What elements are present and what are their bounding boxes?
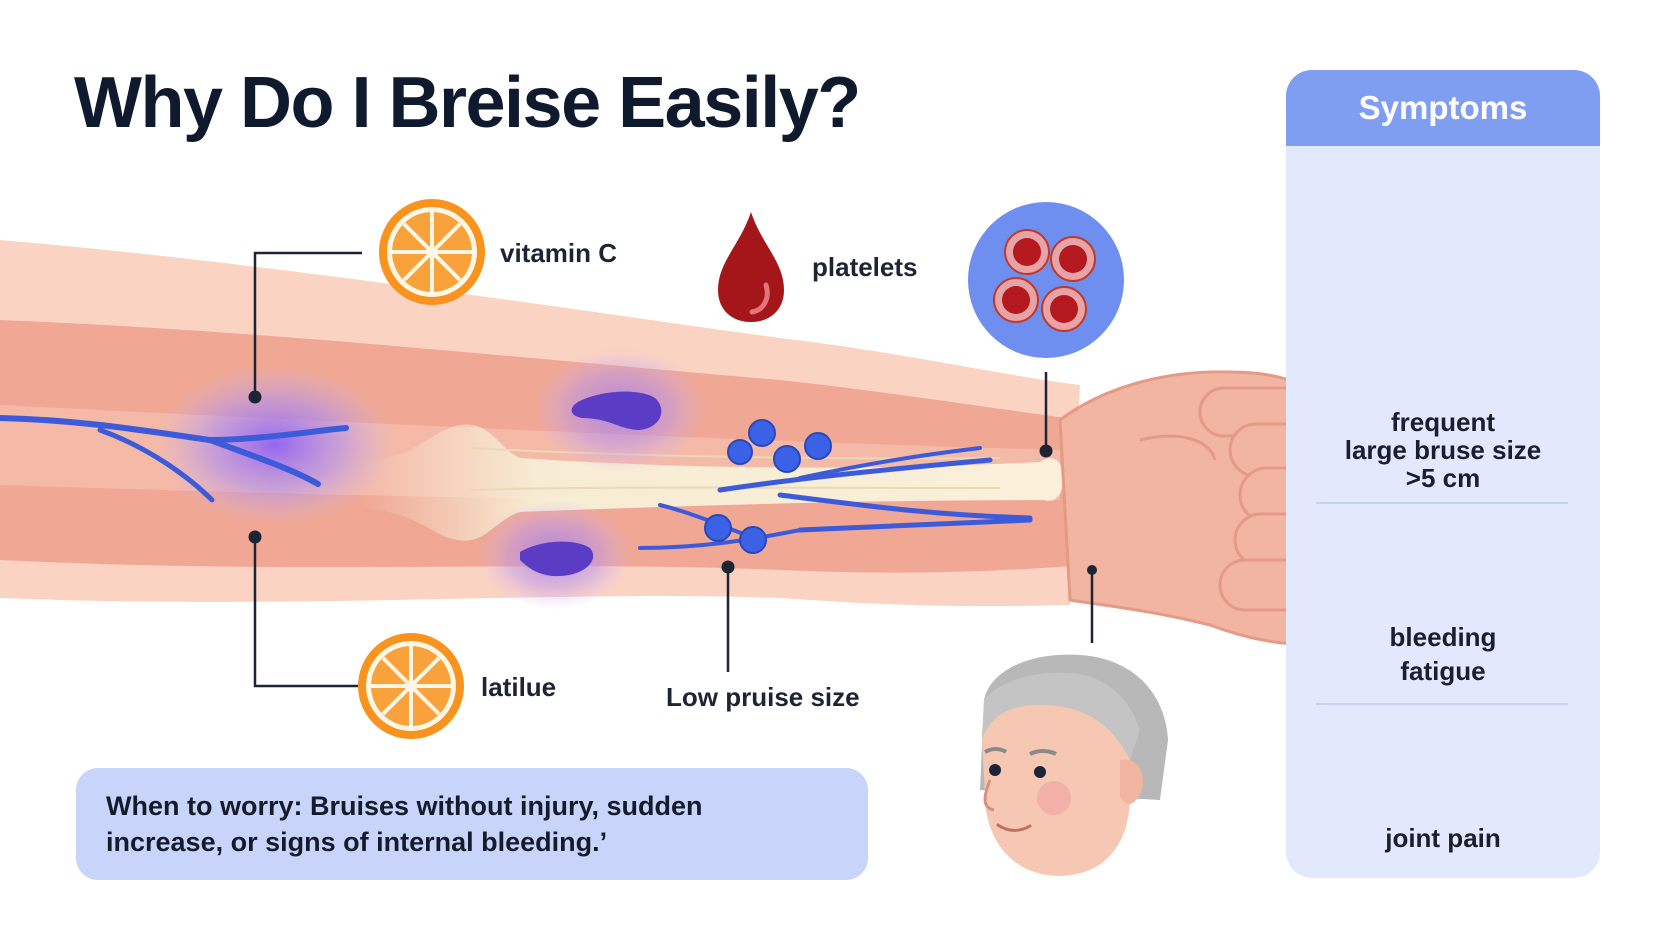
symptom-item-joint-pain: joint pain [1286, 824, 1600, 852]
divider [1316, 703, 1568, 705]
worry-text: When to worry: Bruises without injury, s… [106, 791, 703, 857]
symptom-item-bleeding: bleeding fatigue [1286, 623, 1600, 685]
symptom-line: joint pain [1385, 823, 1501, 853]
label-latilue: latilue [481, 672, 557, 702]
symptoms-header: Symptoms [1286, 70, 1600, 146]
symptoms-panel: Symptoms frequent large bruse size >5 cm… [1286, 70, 1600, 878]
callout-lines [253, 251, 1094, 688]
symptom-item-frequent: frequent large bruse size >5 cm [1286, 408, 1600, 492]
label-low-pruise-size: Low pruise size [666, 682, 860, 712]
page-title: Why Do I Breise Easily? [74, 63, 861, 143]
worry-callout: When to worry: Bruises without injury, s… [76, 768, 868, 880]
veins [0, 415, 1033, 550]
orange-slice-icon [379, 199, 485, 305]
red-blood-cells-icon [968, 202, 1124, 358]
label-platelets: platelets [812, 252, 918, 282]
fist [1058, 370, 1342, 646]
symptom-line: frequent [1391, 407, 1495, 437]
orange-slice-icon [358, 633, 464, 739]
symptom-line: fatigue [1400, 656, 1486, 686]
platelet-cluster [704, 419, 832, 554]
elderly-man-face-icon [980, 654, 1168, 876]
symptom-line: bleeding [1389, 622, 1497, 652]
label-vitamin-c: vitamin C [500, 238, 618, 268]
blood-drop-icon [718, 212, 784, 322]
symptom-line: >5 cm [1405, 463, 1481, 493]
symptom-line: large bruse size [1344, 435, 1542, 465]
divider [1316, 502, 1568, 504]
bruise-left [155, 365, 395, 525]
